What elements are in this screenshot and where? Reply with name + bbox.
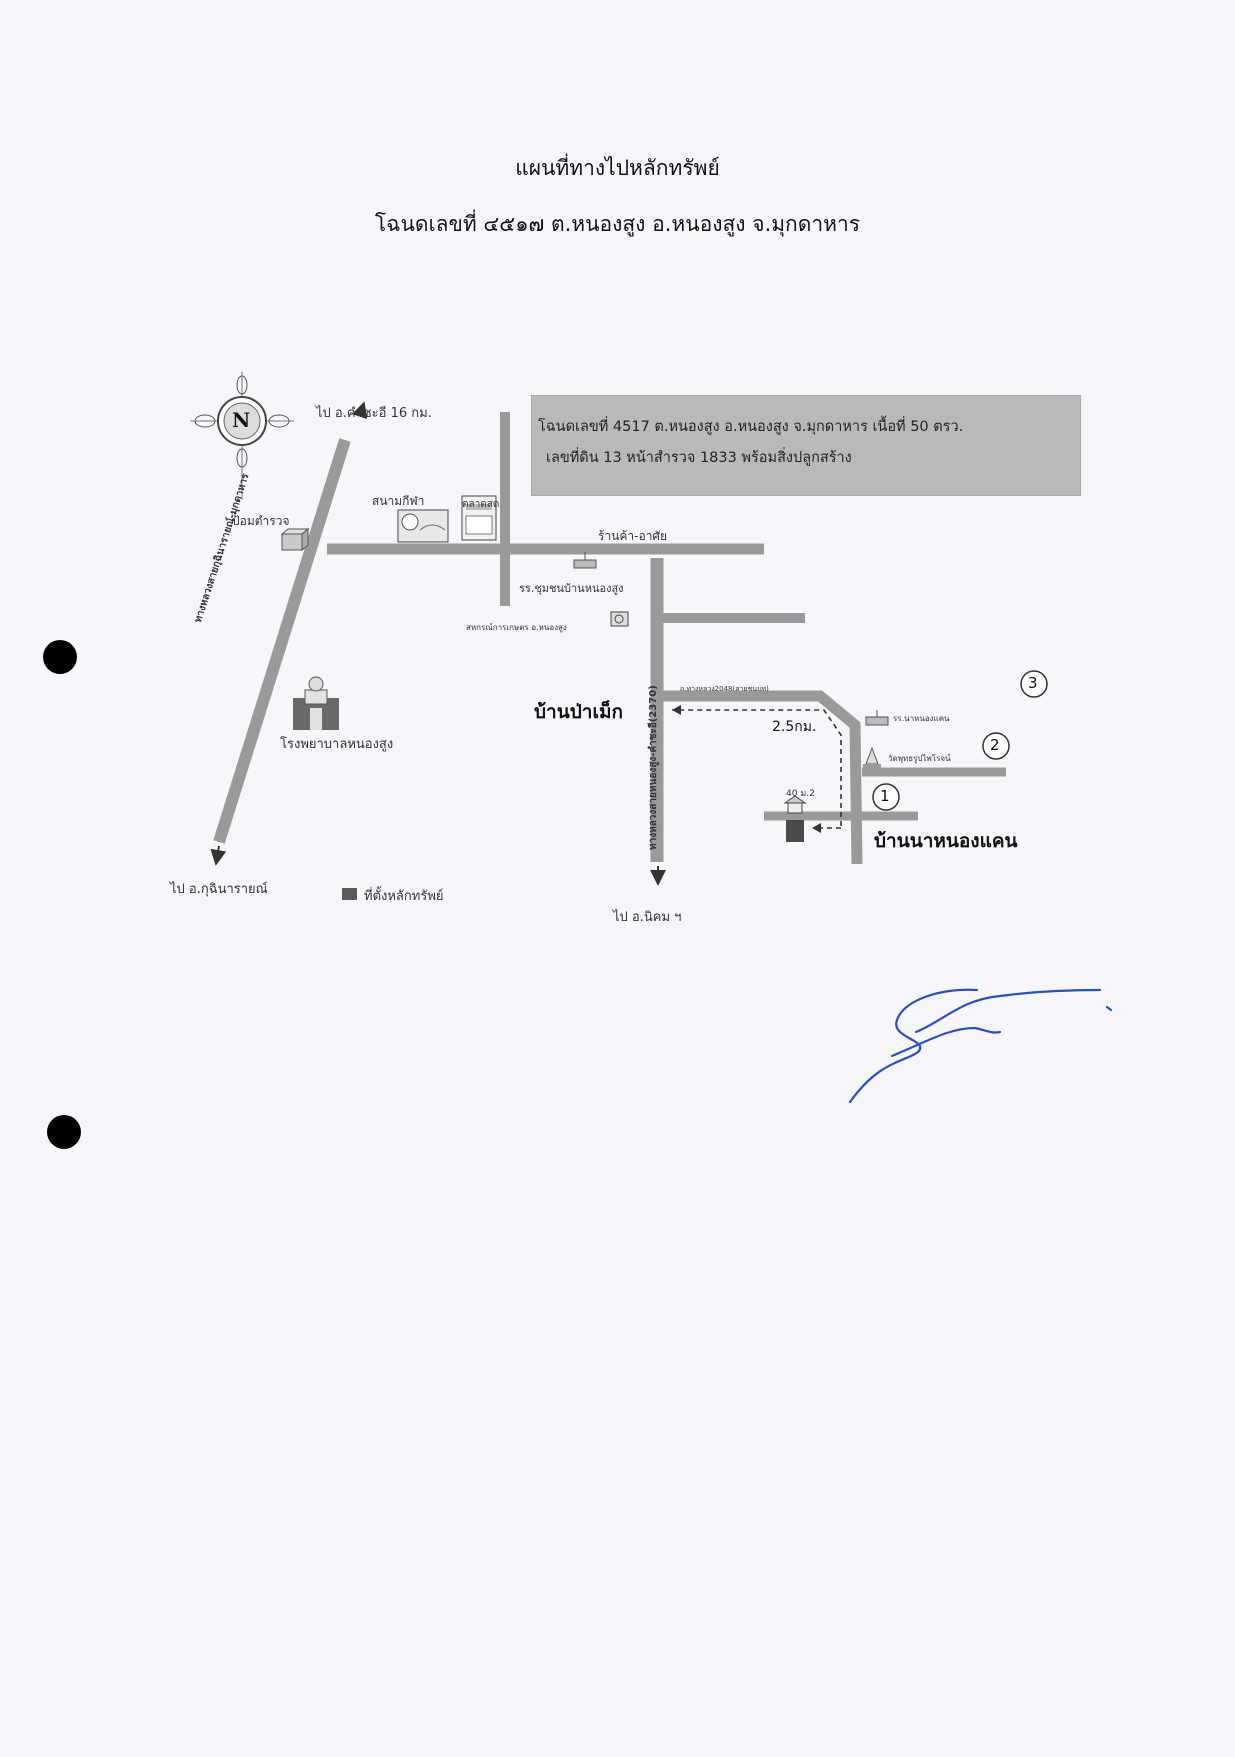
arrow-north-icon <box>351 401 368 420</box>
cooperative-icon <box>610 611 629 627</box>
property-info-box: โฉนดเลขที่ 4517 ต.หนองสูง อ.หนองสูง จ.มุ… <box>531 395 1081 496</box>
punch-hole-top <box>43 640 77 674</box>
circled-markers <box>872 670 1048 811</box>
label-to-nikhom: ไป อ.นิคม ฯ <box>613 910 682 925</box>
school-icon <box>573 552 597 569</box>
road-2048 <box>663 690 863 865</box>
label-road-2048: ถ.ทางหลวง2048(สายชนบท) <box>680 685 769 693</box>
label-highway-2370: ทางหลวงสายหนองสูง-คำชะอี(2370) <box>648 685 659 850</box>
punch-hole-bottom <box>47 1115 81 1149</box>
label-to-kuchinarai: ไป อ.กุฉินารายณ์ <box>170 882 268 897</box>
label-house-no: 40 ม.2 <box>786 789 815 799</box>
legend-property-label: ที่ตั้งหลักทรัพย์ <box>364 889 444 904</box>
label-to-khamcha-i: ไป อ.คำชะอี 16 กม. <box>316 406 432 421</box>
label-distance: 2.5กม. <box>772 719 817 735</box>
property-info-line2: เลขที่ดิน 13 หน้าสำรวจ 1833 พร้อมสิ่งปลู… <box>546 450 852 466</box>
label-school-na-nong-khaen: รร.นาหนองแคน <box>893 714 950 723</box>
label-hospital: โรงพยาบาลหนองสูง <box>280 737 394 752</box>
school-na-nong-khaen-icon <box>865 710 889 726</box>
marker-1: 1 <box>880 787 890 805</box>
route-arrow-property-icon <box>812 823 821 833</box>
hospital-icon <box>293 676 339 730</box>
market-icon <box>461 495 497 541</box>
compass-icon <box>190 372 294 500</box>
village-ban-pa-mek: บ้านป่าเม็ก <box>534 701 623 723</box>
page-title: แผนที่ทางไปหลักทรัพย์ <box>515 156 720 180</box>
label-police-box: ป้อมตำรวจ <box>232 514 290 528</box>
signature <box>848 988 1113 1104</box>
roads <box>213 412 1006 865</box>
marker-3: 3 <box>1028 674 1038 692</box>
label-market: ตลาดสด <box>462 499 500 510</box>
label-stadium: สนามกีฬา <box>372 494 425 508</box>
marker-2: 2 <box>990 736 1000 754</box>
property-house-icon <box>783 795 807 842</box>
page-subtitle: โฉนดเลขที่ ๔๕๑๗ ต.หนองสูง อ.หนองสูง จ.มุ… <box>374 212 861 236</box>
label-temple: วัดพุทธรูปไพโรจน์ <box>888 754 951 763</box>
property-info-line1: โฉนดเลขที่ 4517 ต.หนองสูง อ.หนองสูง จ.มุ… <box>538 419 964 435</box>
label-shop: ร้านค้า-อาศัย <box>598 529 668 543</box>
temple-icon <box>863 746 881 768</box>
label-cooperative: สหกรณ์การเกษตร อ.หนองสูง <box>466 623 567 632</box>
label-school-community: รร.ชุมชนบ้านหนองสูง <box>519 582 624 595</box>
road-highway-diagonal <box>213 438 351 844</box>
stadium-icon <box>397 509 449 543</box>
police-box-icon <box>280 527 310 552</box>
route-arrow-left-icon <box>672 705 681 715</box>
village-ban-na-nong-khaen: บ้านนาหนองแคน <box>874 830 1018 852</box>
compass-n-label: N <box>232 408 251 432</box>
arrow-south-west-icon <box>210 845 227 866</box>
legend-property-swatch <box>342 888 357 900</box>
